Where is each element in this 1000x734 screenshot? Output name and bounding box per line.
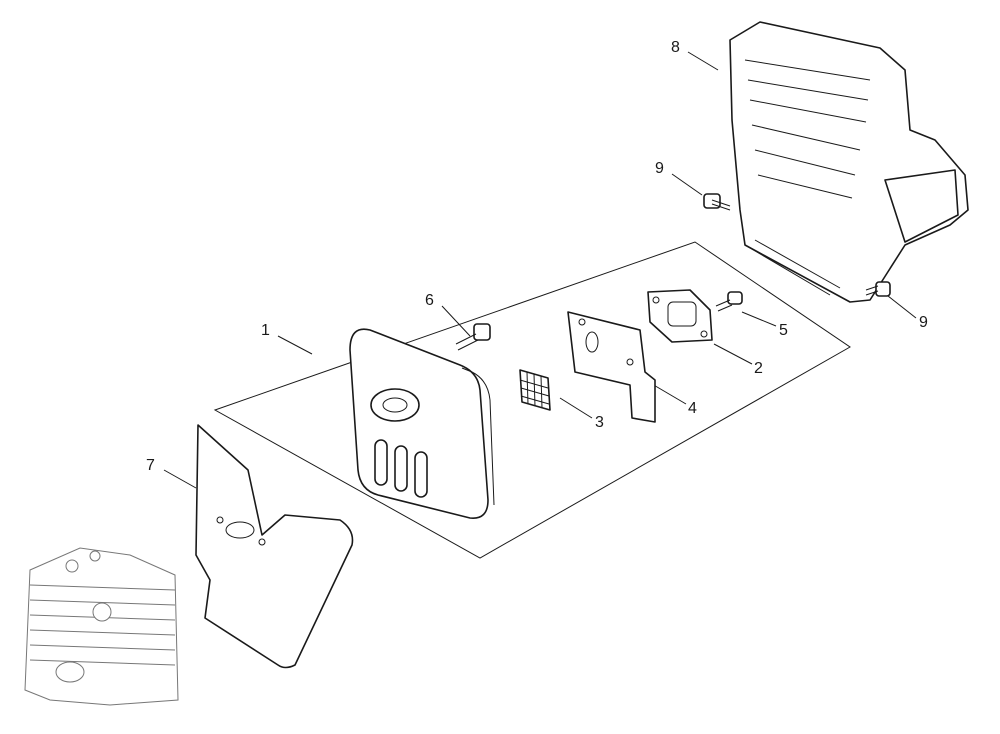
callout-9-upper: 9 [655, 160, 664, 177]
screw-part [703, 193, 731, 211]
engine-cylinder-reference [24, 547, 179, 706]
kit-group-outline [213, 241, 851, 559]
exhaust-flange-part [647, 289, 713, 343]
cylinder-cover-part [729, 21, 969, 303]
muffler-gasket-part [567, 311, 656, 423]
screw-part [715, 291, 743, 312]
callout-1: 1 [261, 322, 270, 339]
screw-part [865, 281, 891, 297]
leader-lines [163, 51, 917, 489]
callout-6: 6 [425, 292, 434, 309]
callout-9-lower: 9 [919, 314, 928, 331]
callout-2: 2 [754, 360, 763, 377]
callout-4: 4 [688, 400, 697, 417]
heat-shield-part [195, 424, 354, 669]
screw-part [455, 323, 491, 351]
callout-3: 3 [595, 414, 604, 431]
spark-screen-part [519, 369, 551, 411]
callout-7: 7 [146, 457, 155, 474]
callout-8: 8 [671, 39, 680, 56]
callout-5: 5 [779, 322, 788, 339]
muffler-part [349, 328, 495, 519]
